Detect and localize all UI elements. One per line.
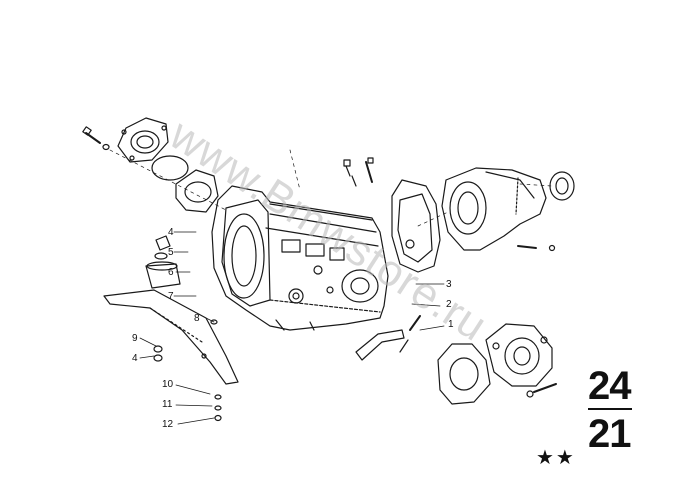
washer-right bbox=[548, 244, 556, 252]
selector-lever bbox=[355, 315, 421, 361]
callout-7: 7 bbox=[168, 291, 174, 302]
assembly-guides bbox=[109, 149, 553, 227]
leader-lines bbox=[139, 231, 445, 425]
bolt-top-left bbox=[82, 126, 110, 151]
pump-gasket bbox=[437, 343, 491, 405]
top-screws bbox=[343, 157, 374, 187]
pump-bolt bbox=[526, 383, 557, 398]
group-divider bbox=[588, 408, 632, 410]
group-number-top: 24 bbox=[588, 364, 631, 408]
transmission-case bbox=[211, 185, 389, 331]
rubber-mount bbox=[145, 235, 181, 289]
crossmember-bracket bbox=[103, 289, 239, 385]
callout-5: 5 bbox=[168, 247, 174, 258]
callout-4: 4 bbox=[168, 227, 174, 238]
callout-2: 2 bbox=[446, 299, 452, 310]
seal-housing bbox=[117, 117, 169, 163]
callout-1: 1 bbox=[448, 319, 454, 330]
callout-3: 3 bbox=[446, 279, 452, 290]
callout-11: 11 bbox=[162, 399, 173, 410]
callout-6: 6 bbox=[168, 267, 174, 278]
small-fasteners bbox=[153, 319, 222, 422]
callout-12: 12 bbox=[162, 419, 174, 430]
gasket-left bbox=[175, 169, 219, 213]
callout-10: 10 bbox=[162, 379, 174, 390]
extension-housing bbox=[441, 167, 547, 251]
group-number-bottom: 21 bbox=[588, 412, 631, 456]
rear-seal bbox=[549, 171, 575, 201]
rating-stars: ★★ bbox=[536, 447, 576, 469]
bolt-right-1 bbox=[517, 245, 537, 249]
pump-housing bbox=[485, 323, 553, 387]
callout-4-lower: 4 bbox=[132, 353, 138, 364]
callout-8: 8 bbox=[194, 313, 200, 324]
gasket-center bbox=[391, 179, 441, 273]
o-ring bbox=[151, 155, 189, 181]
callout-9: 9 bbox=[132, 333, 138, 344]
